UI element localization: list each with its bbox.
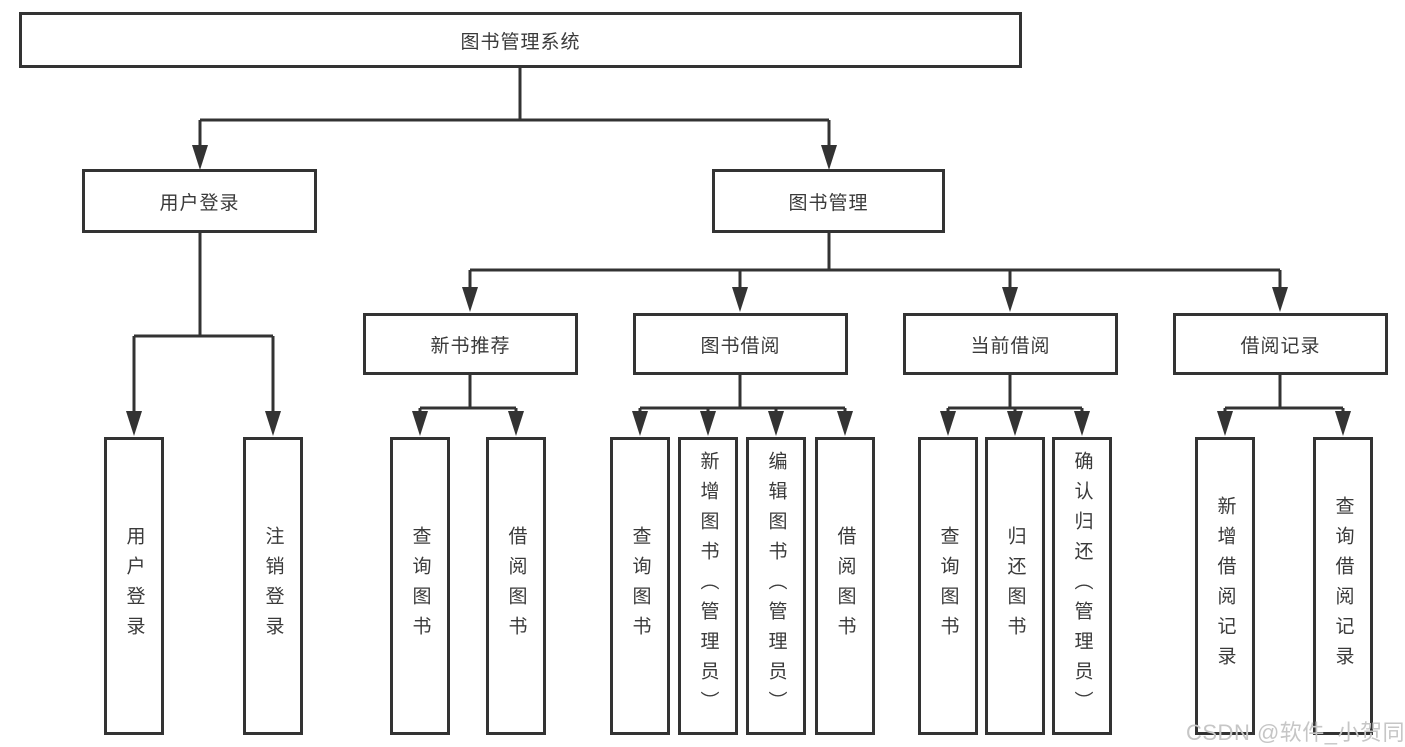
node-book-borrow-label: 图书借阅 xyxy=(700,335,781,357)
leaf-borrow-books: 借阅图书 xyxy=(815,437,875,735)
node-user-login-label: 用户登录 xyxy=(159,192,240,214)
leaf-query-books-borrow: 查询图书 xyxy=(610,437,670,735)
node-library-system: 图书管理系统 xyxy=(19,12,1022,68)
leaf-query-books-current: 查询图书 xyxy=(918,437,978,735)
leaf-query-borrow-record: 查询借阅记录 xyxy=(1313,437,1373,735)
leaf-query-borrow-record-label: 查询借阅记录 xyxy=(1332,496,1354,676)
node-new-book-recommend: 新书推荐 xyxy=(363,313,578,375)
leaf-confirm-return-admin-label: 确认归还（管理员） xyxy=(1071,451,1093,721)
leaf-logout-label: 注销登录 xyxy=(262,526,284,646)
leaf-add-borrow-record: 新增借阅记录 xyxy=(1195,437,1255,735)
node-current-borrow: 当前借阅 xyxy=(903,313,1118,375)
leaf-add-borrow-record-label: 新增借阅记录 xyxy=(1214,496,1236,676)
node-book-borrow: 图书借阅 xyxy=(633,313,848,375)
leaf-query-books-recommend: 查询图书 xyxy=(390,437,450,735)
node-book-management-label: 图书管理 xyxy=(788,192,869,214)
leaf-add-book-admin: 新增图书（管理员） xyxy=(678,437,738,735)
leaf-add-book-admin-label: 新增图书（管理员） xyxy=(697,451,719,721)
leaf-edit-book-admin: 编辑图书（管理员） xyxy=(746,437,806,735)
leaf-return-book: 归还图书 xyxy=(985,437,1045,735)
node-library-system-label: 图书管理系统 xyxy=(460,31,581,53)
leaf-query-books-current-label: 查询图书 xyxy=(937,526,959,646)
leaf-user-login-label: 用户登录 xyxy=(123,526,145,646)
node-borrow-records-label: 借阅记录 xyxy=(1240,335,1321,357)
leaf-query-books-recommend-label: 查询图书 xyxy=(409,526,431,646)
leaf-confirm-return-admin: 确认归还（管理员） xyxy=(1052,437,1112,735)
csdn-watermark: CSDN @软件_小贺同学 xyxy=(1186,720,1405,745)
leaf-logout: 注销登录 xyxy=(243,437,303,735)
leaf-borrow-books-recommend-label: 借阅图书 xyxy=(505,526,527,646)
leaf-borrow-books-label: 借阅图书 xyxy=(834,526,856,646)
node-borrow-records: 借阅记录 xyxy=(1173,313,1388,375)
leaf-edit-book-admin-label: 编辑图书（管理员） xyxy=(765,451,787,721)
node-current-borrow-label: 当前借阅 xyxy=(970,335,1051,357)
node-book-management: 图书管理 xyxy=(712,169,945,233)
leaf-query-books-borrow-label: 查询图书 xyxy=(629,526,651,646)
leaf-borrow-books-recommend: 借阅图书 xyxy=(486,437,546,735)
leaf-user-login: 用户登录 xyxy=(104,437,164,735)
node-new-book-recommend-label: 新书推荐 xyxy=(430,335,511,357)
node-user-login: 用户登录 xyxy=(82,169,317,233)
leaf-return-book-label: 归还图书 xyxy=(1004,526,1026,646)
